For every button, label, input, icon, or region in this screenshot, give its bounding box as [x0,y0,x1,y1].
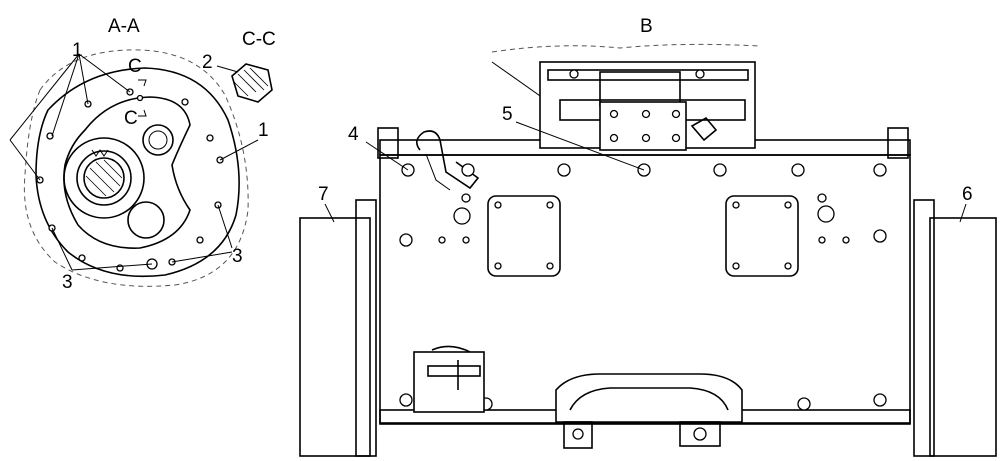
tow-hitch-slot [569,387,729,411]
callout-1-right: 1 [258,120,269,141]
lower-bracket-plate [427,365,481,377]
hose-fitting [416,130,480,190]
callout-4: 4 [348,124,359,145]
section-mark-c-upper: C [128,56,142,77]
plate-holes [399,163,887,411]
shaft-bore [63,137,145,219]
top-dashed-edge [491,43,761,53]
hitch-pin [693,427,707,441]
detail-part-outline [231,63,273,103]
cover-plate-bolts [569,69,705,143]
clamp-bracket [690,116,718,142]
lower-bracket [413,351,485,413]
left-top-post [377,127,399,159]
spline-teeth [91,149,109,157]
view-label-b: B [640,16,653,37]
view-label-aa: A-A [108,16,140,37]
housing-dashed-outline [23,49,249,287]
flange-outline [35,67,240,278]
leader-lines-aa [9,53,259,271]
shaft-hatch [85,159,123,197]
callout-3-right: 3 [232,246,243,267]
idler-shaft [142,124,174,156]
callout-7: 7 [318,184,329,205]
hitch-lug-left [563,421,593,449]
section-view-aa [9,49,259,287]
detail-part-hatch [233,67,269,97]
section-arrow-c-lower [138,109,147,117]
section-arrow-c [138,79,147,87]
labels: A-A C-C B C C 1 1 2 3 3 4 5 6 7 [62,16,973,293]
right-tyre-inner [913,199,935,457]
callout-6: 6 [962,184,973,205]
right-tyre [929,217,997,457]
right-top-post [887,127,909,159]
shaft-outer [76,150,132,206]
hitch-lug-hole [572,428,584,440]
section-view-cc [216,63,273,103]
hitch-lug-right [679,421,721,447]
upper-mechanism-rail [547,69,749,81]
leader-lines-b [324,121,967,223]
leader-2 [216,65,239,73]
idler-shaft-inner [148,130,168,150]
shaft-spline [83,157,125,199]
left-tyre [299,217,371,457]
left-tyre-inner [355,199,377,457]
cover-plate [599,101,687,151]
lower-bore [127,201,165,239]
inspection-plate-right [725,195,799,277]
hose-line [425,153,451,191]
inspection-plate-left [487,195,561,277]
section-mark-c-lower: C [124,108,138,129]
callout-5: 5 [502,104,513,125]
callout-2: 2 [202,52,213,73]
inspection-plate-bolts [494,201,792,270]
main-view-b [299,43,997,457]
view-label-cc: C-C [242,29,276,50]
callout-1-left: 1 [72,40,83,61]
lower-bracket-cap [431,345,471,353]
callout-3-bottom: 3 [62,272,73,293]
tow-hitch [555,373,743,423]
